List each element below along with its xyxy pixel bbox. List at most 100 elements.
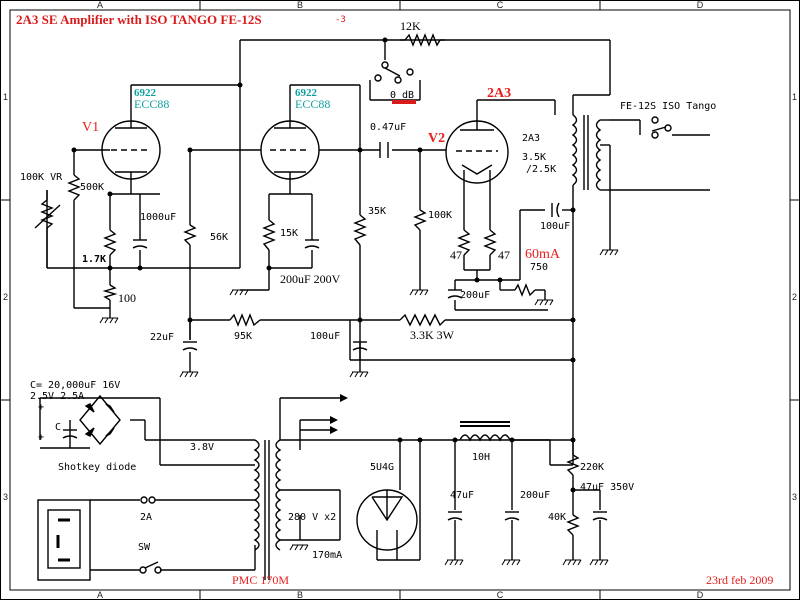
r-500k-label: 500K [80, 182, 104, 193]
power-switch [139, 561, 162, 574]
r-750-label: 750 [530, 262, 548, 273]
r-40k-label: 40K [548, 512, 566, 523]
r-220k-label: 220K [580, 462, 604, 473]
otx-impedance2: /2.5K [526, 164, 556, 175]
r-47a-label: 47 [450, 248, 462, 262]
potentiometer-100k [34, 190, 61, 268]
grid-col-d-bottom: D [697, 590, 704, 600]
otx-label: FE-12S ISO Tango [620, 101, 716, 112]
v2-label: V2 [428, 131, 445, 146]
output-arrows [330, 394, 348, 434]
grid-row-1-right: 1 [792, 92, 797, 102]
resistor-100 [102, 284, 118, 301]
grid-col-a-bottom: A [97, 590, 103, 600]
grid-row-3-left: 3 [3, 492, 8, 502]
grid-row-2-right: 2 [792, 292, 797, 302]
cap-100uf-output [551, 202, 560, 218]
rectifier-type: 5U4G [370, 462, 394, 473]
r-100k-label: 100K [428, 210, 452, 221]
v1-type: 6922 [134, 87, 157, 99]
fuse-label: 2A [140, 512, 152, 523]
cap-200uf [447, 289, 463, 299]
resistor-220k [566, 454, 580, 476]
resistor-750 [514, 283, 536, 297]
cap-200uf-200v [304, 239, 320, 249]
v2-type-label: 2A3 [487, 86, 511, 101]
fil-voltage-label: 2.5V 2.5A [30, 391, 84, 402]
grid-col-c-top: C [497, 0, 504, 10]
v2-type-small: 2A3 [522, 133, 540, 144]
schematic-revision: -3 [335, 15, 346, 25]
cap-c-letter: C [55, 422, 61, 433]
schematic-date: 23rd feb 2009 [706, 573, 773, 587]
c-100uf-out-label: 100uF [540, 221, 570, 232]
r-47b-label: 47 [498, 248, 510, 262]
choke-10h [459, 421, 511, 442]
cap-1000uf [132, 239, 148, 249]
c-22uf-label: 22uF [150, 332, 174, 343]
choke-label: 10H [472, 452, 490, 463]
cap-filament-label: C= 20,000uF 16V [30, 380, 120, 391]
cap-47uf-350v [592, 511, 608, 521]
wires-power [39, 397, 601, 571]
switch-label: SW [138, 542, 151, 553]
output-switch [651, 116, 672, 139]
grid-row-3-right: 3 [792, 492, 797, 502]
c-100uf-label: 100uF [310, 331, 340, 342]
attenuator-label: 0 dB [390, 90, 414, 101]
schottky-label: Shotkey diode [58, 462, 136, 473]
r-1k7-label: 1.7K [82, 254, 106, 265]
resistor-12k [404, 33, 441, 47]
ptx-label: PMC 170M [232, 573, 289, 587]
cap-22uf [182, 341, 198, 351]
ptx-voltage-label: 280 V x2 [288, 512, 336, 523]
r-12k-label: 12K [400, 19, 421, 33]
bridge-rectifier [79, 394, 121, 446]
resistor-15k [262, 219, 276, 251]
cap-filament [62, 429, 78, 439]
r-15k-label: 15K [280, 228, 298, 239]
v38-label: 3.8V [190, 442, 214, 453]
v1b-type2: ECC88 [295, 97, 330, 111]
c-1000uf-label: 1000uF [140, 212, 176, 223]
attenuator-switch [374, 61, 414, 84]
junction-dots [71, 37, 576, 493]
current-label: 60mA [525, 247, 561, 262]
grid-col-d-top: D [697, 0, 704, 10]
resistor-1k7 [103, 229, 117, 256]
cap-coupling [379, 142, 389, 158]
grid-col-c-bottom: C [497, 590, 504, 600]
mains-inlet [37, 499, 91, 581]
r-35k-label: 35K [368, 206, 386, 217]
r-95k-label: 95K [234, 331, 252, 342]
cap-100uf [352, 341, 368, 351]
resistor-56k [183, 224, 197, 246]
grid-col-b-top: B [297, 0, 303, 10]
tube-2a3 [445, 100, 509, 205]
v1-type2: ECC88 [134, 97, 169, 111]
grid-row-1-left: 1 [3, 92, 8, 102]
r-3k3-label: 3.3K 3W [410, 328, 455, 342]
c-200uf-label: 200uF [460, 290, 490, 301]
c-47uf-label: 47uF [450, 490, 474, 501]
resistor-500k [67, 174, 81, 201]
cap-47uf [447, 511, 463, 521]
r-56k-label: 56K [210, 232, 228, 243]
plus-a: + [38, 402, 44, 413]
fuse-2a [140, 496, 156, 504]
tube-5u4g [356, 489, 418, 560]
r-100-label: 100 [118, 291, 136, 305]
grid-row-2-left: 2 [3, 292, 8, 302]
schematic-title: 2A3 SE Amplifier with ISO TANGO FE-12S [16, 12, 262, 27]
v1b-type: 6922 [295, 87, 318, 99]
resistor-100k [413, 209, 427, 231]
otx-impedance: 3.5K [522, 152, 546, 163]
cap-200uf-psu [504, 511, 520, 521]
resistor-3k3 [399, 313, 446, 327]
c-200uf-psu-label: 200uF [520, 490, 550, 501]
resistor-35k [353, 214, 367, 246]
grid-col-a-top: A [97, 0, 103, 10]
